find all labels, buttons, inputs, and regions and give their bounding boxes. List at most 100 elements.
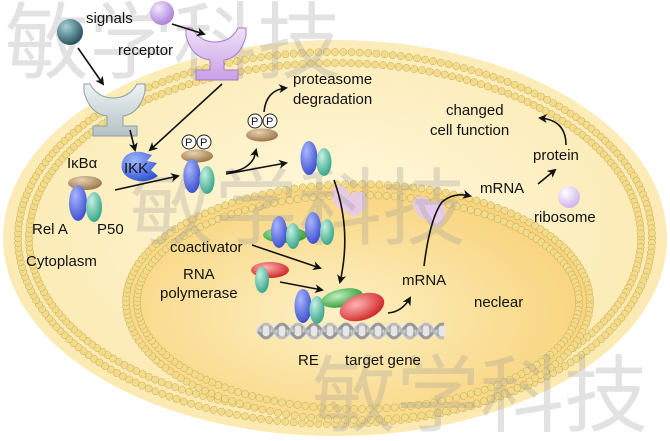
target-gene-label: target gene [345, 352, 421, 369]
membrane-bead [366, 191, 375, 200]
membrane-bead [575, 294, 583, 302]
membrane-bead [402, 63, 411, 72]
membrane-bead [479, 397, 488, 406]
membrane-bead [324, 181, 332, 189]
membrane-bead [425, 410, 434, 419]
membrane-bead [425, 185, 434, 194]
membrane-bead [467, 206, 475, 214]
membrane-bead [422, 399, 431, 408]
membrane-bead [529, 101, 538, 109]
membrane-bead [441, 188, 450, 197]
membrane-bead [266, 188, 275, 197]
membrane-bead [270, 199, 279, 207]
membrane-bead [151, 80, 160, 89]
membrane-bead [258, 405, 267, 414]
membrane-bead [257, 53, 265, 61]
membrane-bead [487, 394, 495, 403]
membrane-bead [273, 51, 282, 59]
membrane-bead [585, 293, 594, 302]
membrane-bead [519, 215, 528, 224]
membrane-bead [525, 218, 534, 227]
membrane-bead [543, 95, 551, 104]
membrane-bead [507, 209, 515, 218]
membrane-bead [138, 381, 146, 390]
membrane-bead [530, 89, 539, 98]
watermark-group: 敏学科技 敏学科技 敏学科技 [5, 0, 648, 441]
phospho-label: P [266, 116, 273, 128]
rna-label: RNA [183, 266, 215, 283]
membrane-bead [572, 354, 580, 363]
membrane-bead [171, 84, 179, 93]
membrane-bead [531, 374, 539, 383]
membrane-bead [477, 80, 485, 89]
degradation-label: degradation [293, 91, 372, 108]
membrane-bead [433, 187, 442, 196]
membrane-bead [561, 106, 569, 114]
membrane-bead [470, 78, 478, 86]
membrane-bead [90, 113, 98, 122]
membrane-bead [493, 392, 502, 401]
membrane-bead [577, 117, 586, 125]
phospho-label: P [200, 137, 207, 149]
polymerase-label: polymerase [160, 285, 238, 302]
membrane-bead [282, 410, 291, 419]
membrane-bead [324, 415, 332, 423]
rna-polymerase-icon [251, 262, 289, 293]
receptor-gray-icon [83, 83, 146, 137]
membrane-bead [214, 203, 223, 212]
membrane-bead [241, 390, 249, 398]
membrane-bead [298, 412, 307, 421]
membrane-bead [417, 184, 426, 193]
rela-icon [305, 212, 321, 244]
arrow-complex-to-phosphorylated [114, 173, 180, 191]
membrane-bead [480, 210, 489, 219]
membrane-bead [465, 401, 473, 410]
membrane-bead [347, 59, 355, 68]
membrane-bead [202, 404, 210, 412]
membrane-bead [445, 395, 453, 404]
membrane-bead [187, 399, 195, 408]
membrane-bead [503, 78, 512, 86]
membrane-bead [263, 395, 271, 404]
membrane-bead [178, 385, 186, 394]
membrane-bead [214, 392, 223, 401]
membrane-bead [250, 192, 259, 201]
membrane-bead [281, 50, 290, 59]
rela-icon [300, 141, 318, 175]
proteasome-label: proteasome [293, 71, 372, 88]
arrow-to-free-dimer [225, 159, 288, 175]
membrane-bead [497, 87, 506, 96]
membrane-bead [151, 387, 160, 396]
membrane-bead [405, 53, 413, 61]
membrane-bead [358, 405, 366, 413]
membrane-bead [637, 229, 645, 238]
membrane-bead [375, 415, 384, 424]
ikba-icon [246, 128, 278, 142]
membrane-bead [339, 48, 348, 56]
membrane-bead [165, 75, 174, 84]
membrane-bead [409, 183, 418, 192]
dna-strand [256, 322, 445, 340]
membrane-bead [566, 358, 575, 367]
membrane-bead [221, 201, 229, 210]
membrane-bead [561, 362, 569, 370]
p50-label: P50 [97, 221, 124, 238]
membrane-bead [274, 187, 283, 196]
rela-icon [183, 159, 201, 193]
membrane-bead [341, 404, 350, 413]
membrane-bead [445, 200, 453, 209]
membrane-bead [112, 369, 121, 377]
membrane-bead [473, 388, 482, 396]
membrane-bead [394, 62, 403, 71]
membrane-bead [306, 48, 314, 57]
membrane-bead [274, 408, 283, 417]
membrane-bead [406, 194, 415, 202]
membrane-bead [374, 191, 383, 200]
membrane-bead [233, 57, 241, 65]
membrane-bead [473, 208, 482, 216]
membrane-bead [496, 75, 505, 84]
arrow-receptor-purple-to-ikk [148, 83, 223, 152]
membrane-bead [220, 383, 229, 392]
membrane-bead [455, 74, 464, 82]
